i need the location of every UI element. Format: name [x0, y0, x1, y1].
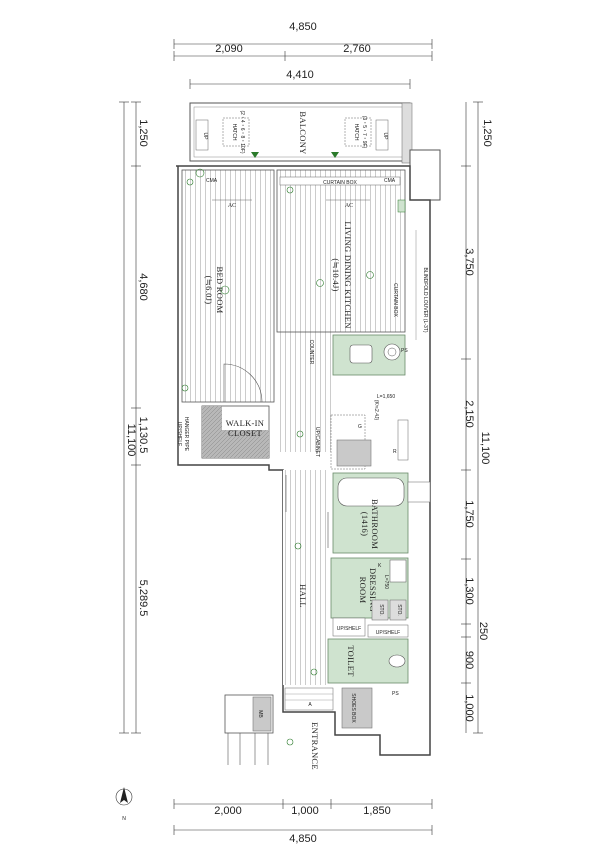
svg-text:K: K: [378, 563, 382, 569]
kitchen-g: G: [358, 424, 362, 430]
curtain-box-right: CURTAIN BOX: [392, 283, 398, 317]
shoes-box-label: SHOES BOX: [350, 693, 356, 723]
bathtub-icon: [337, 477, 405, 507]
hatch-left: [222, 117, 250, 147]
svg-text:UP: UP: [202, 133, 208, 141]
ac-right: AC: [345, 203, 353, 209]
svg-text:UP: UP: [382, 133, 388, 141]
ldk-size: (≒10.4J): [331, 258, 341, 291]
dim-right-total: 11,100: [479, 432, 491, 465]
walkin-closet: WALK-IN CLOSET UP/SHELF HANGER PIPE: [176, 405, 270, 459]
dressing-room: DRESSING ROOM K L=750 STO. STO. UP/SHELF…: [330, 557, 409, 638]
svg-text:A: A: [308, 702, 312, 708]
left-dimensions: 1,250 4,680 1,130.5 11,100 5,289.5: [119, 101, 149, 734]
sto-right: STO.: [396, 604, 402, 616]
toilet-icon: [388, 654, 406, 668]
dim-bottom-total: 4,850: [289, 833, 317, 845]
dim-right-toilet: 900: [463, 651, 475, 669]
dim-right-kitchen: 2,150: [463, 400, 475, 428]
ps-bottom: PS: [392, 691, 399, 697]
ac-left: AC: [228, 203, 236, 209]
curtain-box-top: CURTAIN BOX: [323, 180, 357, 186]
toilet: TOILET PS: [327, 638, 409, 697]
hatch-right-label: HATCH: [353, 124, 359, 141]
up-cabinet: UP/CABINET: [314, 427, 320, 457]
balcony-label: BALCONY: [298, 111, 308, 154]
hatch-right-floors: (3・5・7・9F): [361, 116, 367, 149]
kitchen: L=1,650 (K≒2.4J) PS G R UP/CABINET: [314, 334, 408, 470]
dim-right-shelf: 250: [477, 622, 489, 640]
bathroom-label: BATHROOM: [370, 499, 380, 549]
dim-left-balcony: 1,250: [137, 119, 149, 147]
closet-label: CLOSET: [228, 428, 262, 438]
kitchen-r: R: [393, 449, 397, 455]
kitchen-length: L=1,650: [377, 394, 395, 400]
dim-left-wic: 1,130.5: [137, 417, 149, 454]
dim-bottom-mid: 1,000: [291, 805, 319, 817]
ldk-label: LIVING DINING KITCHEN: [343, 221, 353, 328]
bedroom-label: BED ROOM: [215, 266, 225, 313]
up-shelf-1: UP/SHELF: [337, 626, 361, 632]
svg-text:CMA: CMA: [384, 178, 396, 184]
up-shelf-hanger: UP/SHELF: [176, 422, 182, 446]
mb-closet: MB: [224, 694, 274, 765]
dim-top-left: 2,090: [215, 43, 243, 55]
hatch-left-floors: (2・4・6・8・10F): [239, 110, 245, 153]
outlet-icon: [195, 168, 205, 178]
dim-left-total: 11,100: [125, 424, 137, 457]
dim-bottom-right: 1,850: [363, 805, 391, 817]
dressing-label: DRESSING: [368, 568, 378, 612]
bathroom-size: (1416): [360, 512, 370, 536]
dim-left-hall: 5,289.5: [137, 580, 149, 617]
hall: HALL: [283, 470, 329, 685]
hatch-left-label: HATCH: [231, 124, 237, 141]
dim-right-bath: 1,750: [463, 500, 475, 528]
toilet-label: TOILET: [346, 645, 356, 677]
entrance: A ENTRANCE SHOES BOX: [284, 687, 373, 770]
dim-right-ldk: 3,750: [463, 248, 475, 276]
ldk: CURTAIN BOX AC LIVING DINING KITCHEN (≒1…: [276, 169, 428, 452]
up-box-right: [375, 119, 389, 151]
light-icon: [220, 285, 230, 295]
kitchen-size: (K≒2.4J): [373, 400, 379, 421]
bedroom-size: (≒6.0J): [204, 276, 214, 305]
north-arrow: N: [115, 787, 133, 822]
mb-label: MB: [257, 710, 263, 718]
svg-text:L=750: L=750: [383, 575, 389, 589]
right-dimensions: 1,250 3,750 2,150 11,100 1,750 1,300 250…: [461, 101, 493, 734]
dim-right-entry: 1,000: [463, 694, 475, 722]
dim-right-balcony: 1,250: [481, 119, 493, 147]
stove-icon: [383, 343, 401, 361]
svg-text:CMA: CMA: [206, 178, 218, 184]
counter-label: COUNTER: [308, 340, 314, 365]
dim-top-right: 2,760: [343, 43, 371, 55]
entrance-label: ENTRANCE: [310, 722, 320, 770]
north-arrow-icon: [120, 787, 128, 803]
sto-left: STO.: [378, 604, 384, 616]
dim-bottom-left: 2,000: [214, 805, 242, 817]
hall-label: HALL: [298, 584, 308, 608]
blind-louver: BLINDFOLD LOUVER (L-3T): [422, 267, 428, 332]
north-label: N: [122, 816, 126, 822]
dim-top-total: 4,850: [289, 21, 317, 33]
sink-icon: [349, 344, 373, 364]
dim-top-inner: 4,410: [286, 69, 314, 81]
bedroom-door: [223, 363, 263, 403]
hatch-right: [344, 117, 372, 147]
ps-top: PS: [401, 348, 408, 354]
bottom-dimensions: 2,000 1,000 1,850 4,850: [173, 799, 433, 845]
dim-right-dressing: 1,300: [463, 577, 475, 605]
walkin-label: WALK-IN: [226, 418, 264, 428]
up-shelf-2: UP/SHELF: [376, 630, 400, 636]
bedroom: BED ROOM (≒6.0J) AC CMA: [181, 168, 275, 403]
balcony: UP UP HATCH (2・4・6・8・10F) HATCH (3・5・7・9…: [189, 102, 413, 164]
hanger-pipe: HANGER PIPE: [183, 417, 189, 452]
bathroom: BATHROOM (1416): [332, 472, 431, 554]
washbasin-icon: [389, 559, 407, 583]
dim-left-bedroom: 4,680: [137, 273, 149, 301]
top-dimensions: 4,850 2,090 2,760 4,410: [173, 21, 433, 89]
up-box-left: [195, 119, 209, 151]
dressing-room-label: ROOM: [358, 577, 368, 604]
